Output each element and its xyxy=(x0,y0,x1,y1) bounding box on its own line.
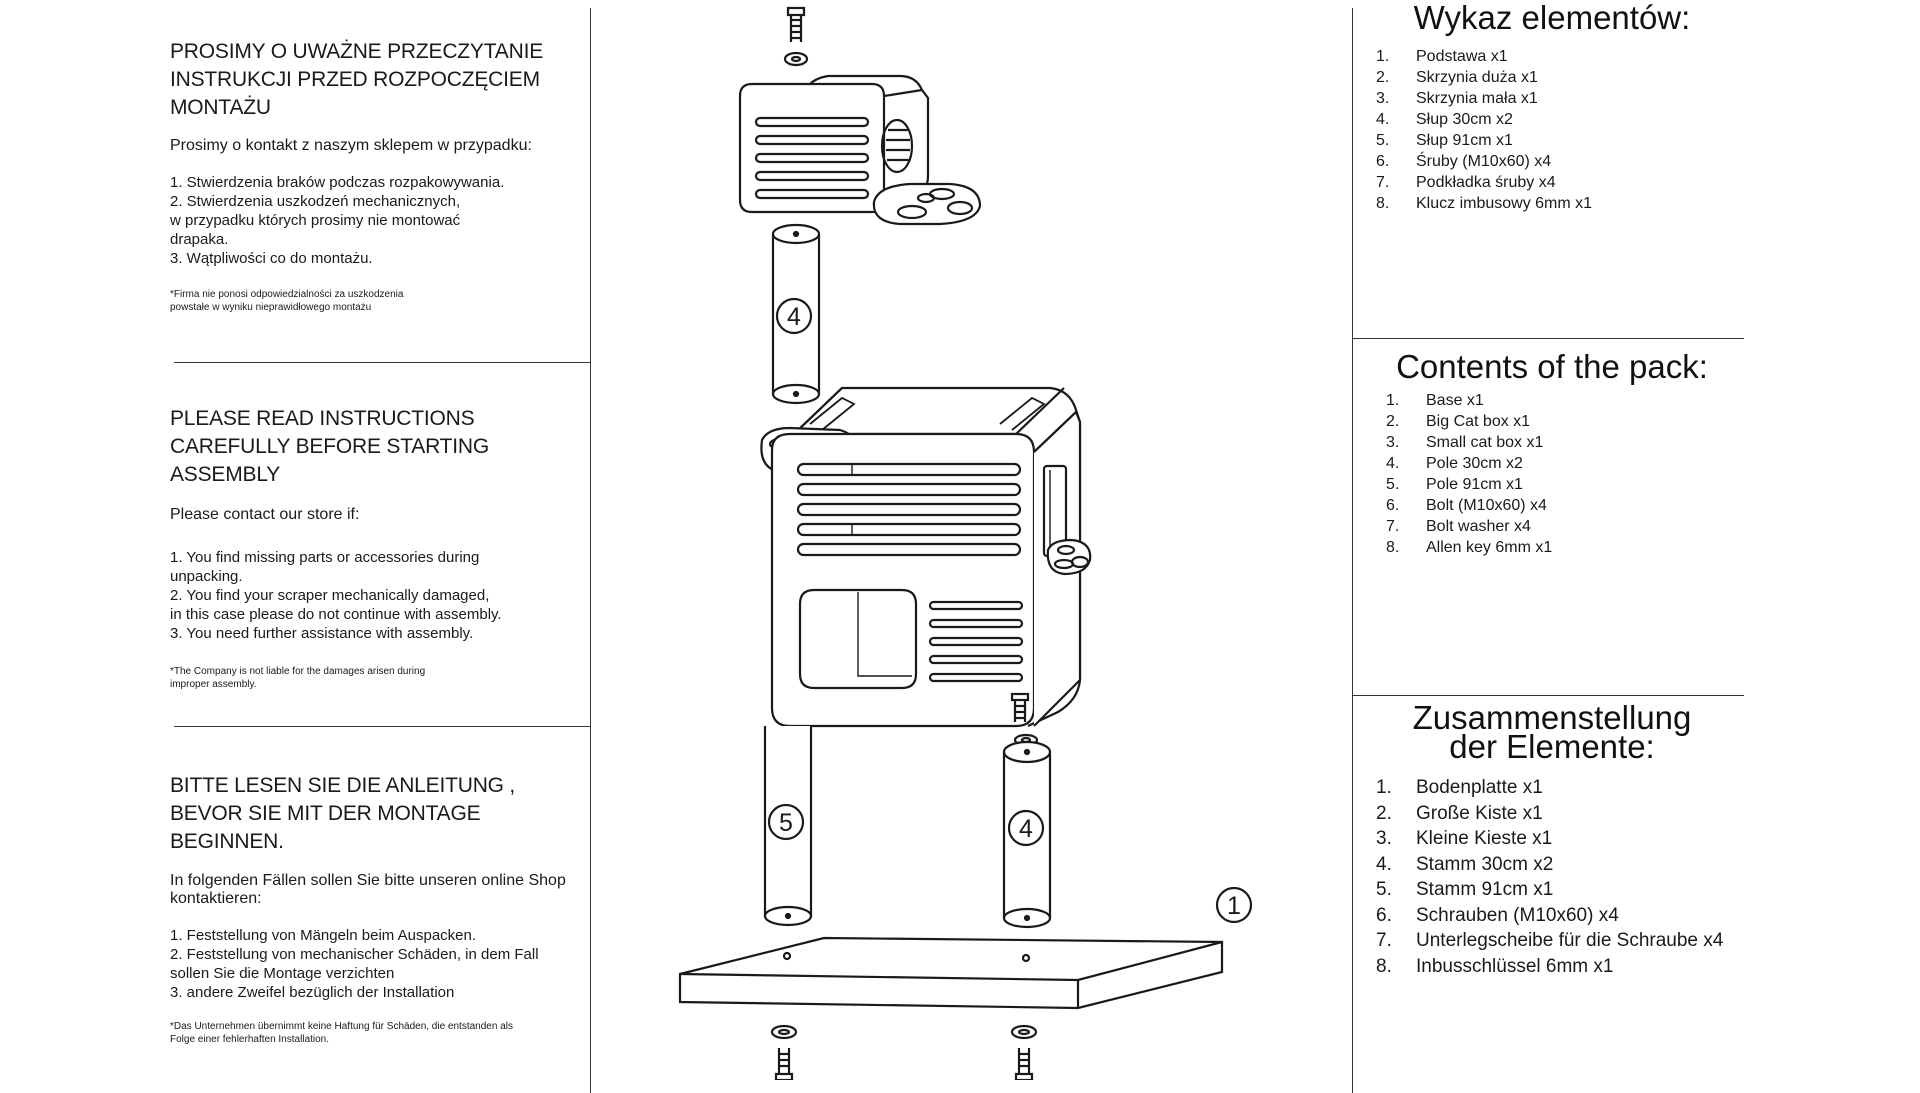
parts-items-english: 1.Base x1 2.Big Cat box x1 3.Small cat b… xyxy=(1386,390,1752,558)
list-item: 8.Klucz imbusowy 6mm x1 xyxy=(1376,195,1593,212)
label-pole-30cm-upper: 4 xyxy=(787,303,801,331)
parts-list-german: Zusammenstellung der Elemente: 1.Bodenpl… xyxy=(1352,701,1752,979)
list-item: 7.Unterlegscheibe für die Schraube x4 xyxy=(1376,930,1724,951)
label-base: 1 xyxy=(1227,892,1241,920)
list-item: 2.Big Cat box x1 xyxy=(1386,413,1531,430)
parts-title-polish: Wykaz elementów: xyxy=(1413,0,1691,36)
big-cat-box xyxy=(760,386,1092,728)
list-item: 5.Pole 91cm x1 xyxy=(1386,476,1523,493)
list-item: 5.Słup 91cm x1 xyxy=(1376,132,1513,149)
list-item: 1. Stwierdzenia braków podczas rozpakowy… xyxy=(170,174,505,191)
list-item: 8.Inbusschlüssel 6mm x1 xyxy=(1376,955,1614,977)
list-item: 3.Skrzynia mała x1 xyxy=(1376,90,1538,107)
parts-title-german: Zusammenstellung der Elemente: xyxy=(1352,701,1752,763)
list-item: 4.Pole 30cm x2 xyxy=(1386,455,1523,472)
list-item: 6.Śruby (M10x60) x4 xyxy=(1376,153,1552,170)
list-item: 3. You need further assistance with asse… xyxy=(170,625,474,642)
parts-title-german-line2: der Elemente: xyxy=(1449,728,1655,765)
list-item: 1.Podstawa x1 xyxy=(1376,48,1508,65)
list-item: 4.Stamm 30cm x2 xyxy=(1376,853,1554,875)
list-german: 1. Feststellung von Mängeln beim Auspack… xyxy=(170,926,590,1002)
parts-title-english: Contents of the pack: xyxy=(1396,348,1708,385)
list-item: 8.Allen key 6mm x1 xyxy=(1386,539,1553,556)
list-item: 1. You find missing parts or accessories… xyxy=(170,549,480,585)
right-separator-2 xyxy=(1352,695,1744,696)
left-separator-1 xyxy=(174,362,590,363)
parts-items-german: 1.Bodenplatte x1 2.Große Kiste x1 3.Klei… xyxy=(1376,775,1752,979)
label-pole-91cm: 5 xyxy=(779,809,793,837)
list-item: 7.Bolt washer x4 xyxy=(1386,518,1531,535)
left-divider xyxy=(590,8,591,1093)
list-item: 1.Bodenplatte x1 xyxy=(1376,777,1543,798)
heading-german: BITTE LESEN SIE DIE ANLEITUNG , BEVOR SI… xyxy=(170,774,516,853)
list-item: 4.Słup 30cm x2 xyxy=(1376,111,1513,128)
heading-english: PLEASE READ INSTRUCTIONS CAREFULLY BEFOR… xyxy=(170,407,490,486)
list-item: 2. Stwierdzenia uszkodzeń mechanicznych,… xyxy=(170,193,461,248)
parts-list-english: Contents of the pack: 1.Base x1 2.Big Ca… xyxy=(1352,348,1752,558)
list-item: 2.Große Kiste x1 xyxy=(1376,802,1543,824)
pole-30cm-lower xyxy=(1002,740,1052,929)
parts-list-polish: Wykaz elementów: 1.Podstawa x1 2.Skrzyni… xyxy=(1352,0,1752,214)
base-board xyxy=(678,886,1253,1010)
list-polish: 1. Stwierdzenia braków podczas rozpakowy… xyxy=(170,173,590,268)
note-polish: *Firma nie ponosi odpowiedzialności za u… xyxy=(170,289,404,313)
list-item: 5.Stamm 91cm x1 xyxy=(1376,879,1554,900)
right-separator-1 xyxy=(1352,338,1744,339)
heading-polish: PROSIMY O UWAŻNE PRZECZYTANIE INSTRUKCJI… xyxy=(170,40,544,119)
label-pole-30cm-lower: 4 xyxy=(1019,815,1033,843)
left-separator-2 xyxy=(174,726,590,727)
pole-91cm xyxy=(763,726,813,927)
list-item: 6.Schrauben (M10x60) x4 xyxy=(1376,904,1619,926)
intro-german: In folgenden Fällen sollen Sie bitte uns… xyxy=(170,872,566,907)
section-polish: PROSIMY O UWAŻNE PRZECZYTANIE INSTRUKCJI… xyxy=(170,38,590,314)
note-english: *The Company is not liable for the damag… xyxy=(170,666,426,690)
list-english: 1. You find missing parts or accessories… xyxy=(170,548,590,643)
intro-english: Please contact our store if: xyxy=(170,506,360,523)
small-cat-box xyxy=(738,74,982,226)
list-item: 7.Podkładka śruby x4 xyxy=(1376,174,1556,191)
list-item: 3. andere Zweifel bezüglich der Installa… xyxy=(170,984,455,1001)
right-divider xyxy=(1352,8,1353,1093)
list-item: 3.Kleine Kieste x1 xyxy=(1376,828,1553,849)
list-item: 3. Wątpliwości co do montażu. xyxy=(170,250,373,267)
parts-title-german-line1: Zusammenstellung xyxy=(1412,699,1692,736)
list-item: 2. You find your scraper mechanically da… xyxy=(170,587,502,623)
note-german: *Das Unternehmen übernimmt keine Haftung… xyxy=(170,1021,513,1045)
list-item: 2. Feststellung von mechanischer Schäden… xyxy=(170,946,539,982)
list-item: 3.Small cat box x1 xyxy=(1386,434,1544,451)
assembly-diagram: 4 5 4 1 xyxy=(678,6,1253,1080)
parts-items-polish: 1.Podstawa x1 2.Skrzynia duża x1 3.Skrzy… xyxy=(1376,46,1752,214)
bolt-top xyxy=(783,6,809,67)
pole-30cm-upper xyxy=(771,223,821,405)
intro-polish: Prosimy o kontakt z naszym sklepem w prz… xyxy=(170,137,532,154)
list-item: 1. Feststellung von Mängeln beim Auspack… xyxy=(170,927,477,944)
section-german: BITTE LESEN SIE DIE ANLEITUNG , BEVOR SI… xyxy=(170,772,590,1046)
section-english: PLEASE READ INSTRUCTIONS CAREFULLY BEFOR… xyxy=(170,405,590,691)
list-item: 1.Base x1 xyxy=(1386,392,1484,409)
list-item: 2.Skrzynia duża x1 xyxy=(1376,69,1538,86)
list-item: 6.Bolt (M10x60) x4 xyxy=(1386,497,1547,514)
bolts-bottom xyxy=(770,1024,1038,1080)
